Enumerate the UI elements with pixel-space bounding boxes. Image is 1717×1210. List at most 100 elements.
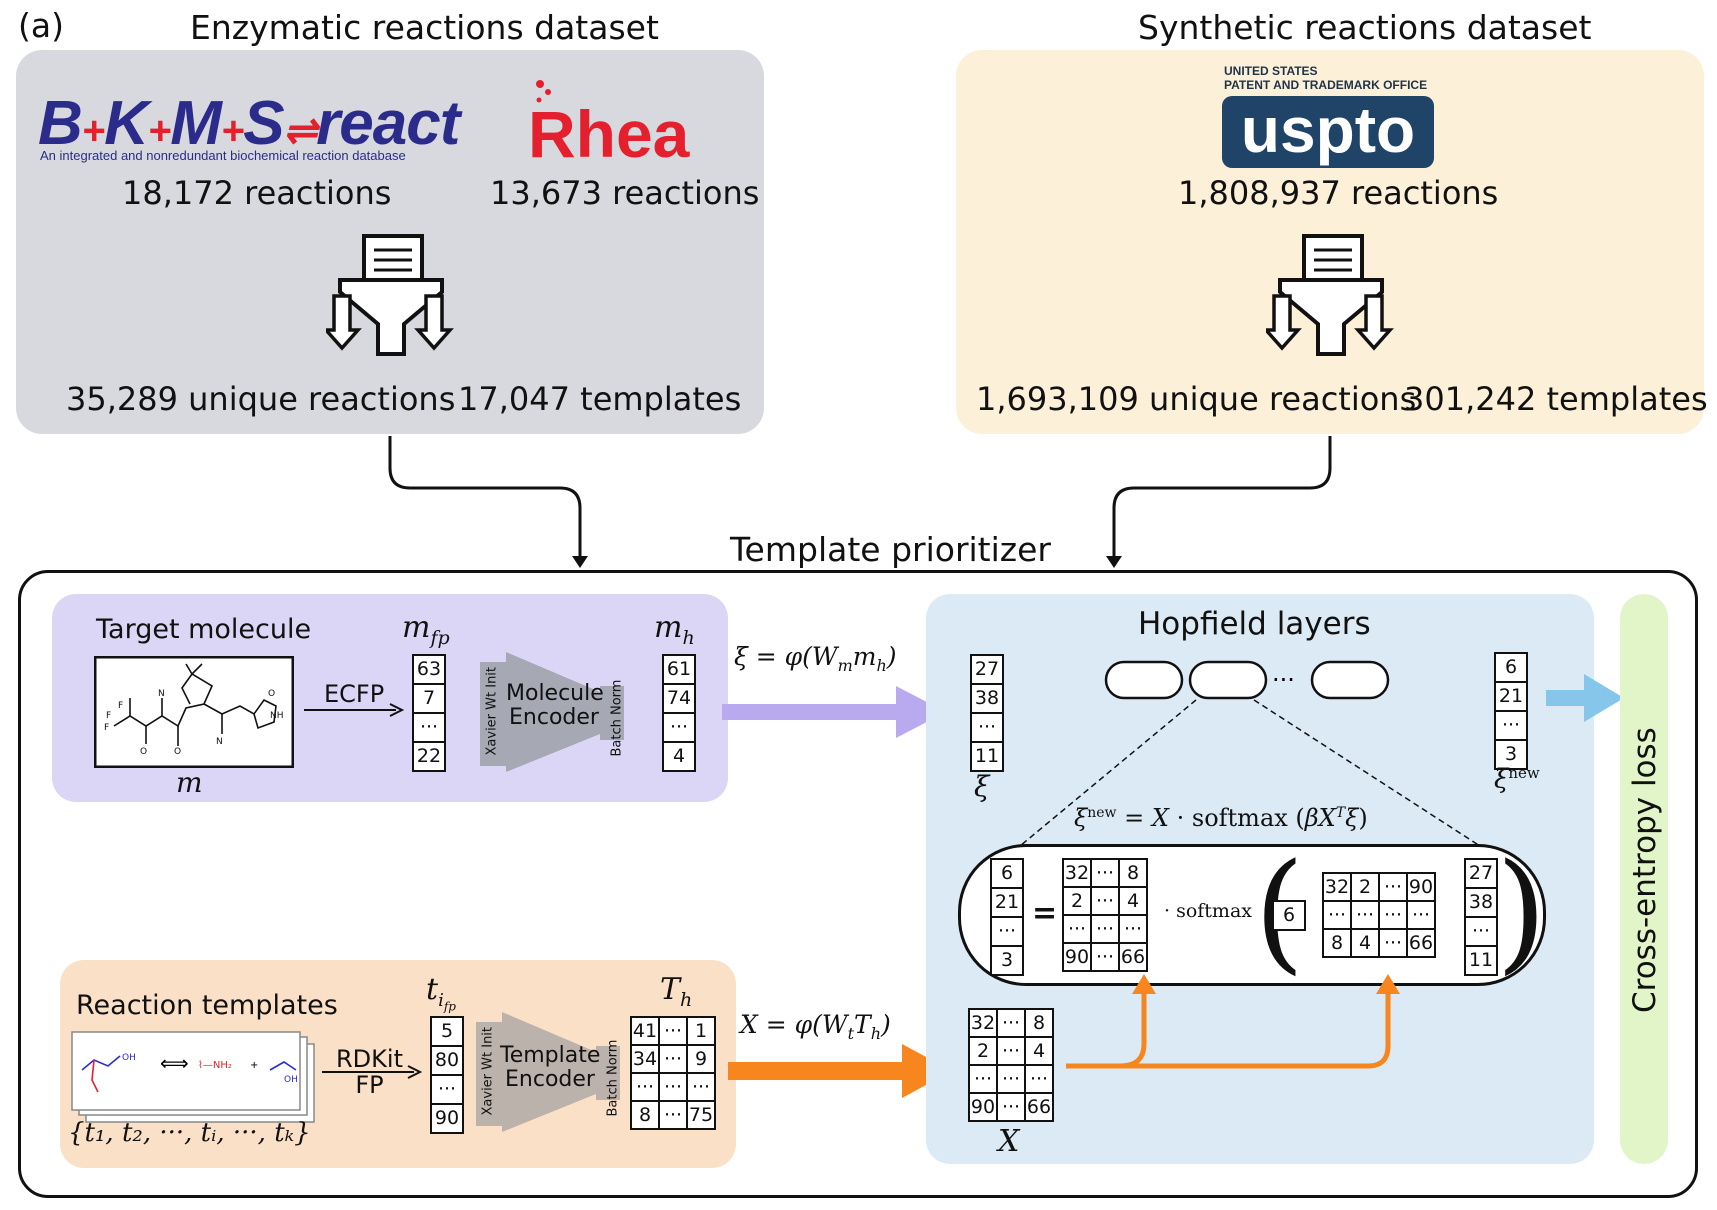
xavier-init-label: Xavier Wt Init (484, 666, 500, 756)
templates-to-hopfield-arrow (728, 1044, 952, 1098)
vector-cell: 6 (1496, 654, 1526, 683)
matrix-cell: 32 (1062, 858, 1092, 888)
svg-text:⟺: ⟺ (160, 1051, 189, 1075)
svg-text:F: F (104, 723, 109, 733)
xi-new-label: ξnew (1494, 764, 1540, 795)
rdkit-fp-label: RDKit FP (336, 1045, 403, 1099)
synthetic-title: Synthetic reactions dataset (1138, 8, 1592, 47)
matrix-cell: ··· (1024, 1064, 1054, 1094)
synthetic-templates: 301,242 templates (1404, 380, 1708, 418)
formula-right-paren: ) (1496, 835, 1547, 987)
matrix-cell: 4 (1024, 1036, 1054, 1066)
vector-cell: ··· (432, 1076, 462, 1105)
vector-cell: 80 (432, 1047, 462, 1076)
matrix-cell: ··· (996, 1064, 1026, 1094)
vector-cell: ··· (972, 714, 1002, 743)
matrix-cell: ··· (1090, 942, 1120, 972)
formula-capsule (958, 844, 1546, 986)
matrix-cell: ··· (1406, 900, 1436, 930)
vector-cell: 74 (664, 685, 694, 714)
matrix-cell: 8 (1118, 858, 1148, 888)
matrix-cell: ··· (658, 1016, 688, 1046)
vector-cell: 27 (1466, 860, 1496, 889)
matrix-cell: 66 (1406, 928, 1436, 958)
xi-new-vector: 6 21 ··· 3 (1494, 652, 1528, 770)
template-set: {t₁, t₂, ···, tᵢ, ···, tₖ} (68, 1118, 311, 1148)
filter-funnel-icon (1266, 234, 1394, 356)
svg-text:O: O (140, 747, 147, 757)
xavier-init-label: Xavier Wt Init (480, 1026, 496, 1116)
matrix-cell: ··· (1062, 914, 1092, 944)
matrix-cell: ··· (1090, 886, 1120, 916)
matrix-cell: 66 (1118, 942, 1148, 972)
molecule-variable: m (176, 766, 203, 799)
svg-text:OH: OH (284, 1075, 298, 1085)
prioritizer-frame (18, 570, 1698, 1198)
enzymatic-templates: 17,047 templates (458, 380, 742, 418)
svg-text:+: + (250, 1060, 258, 1071)
rdkit-arrow (322, 1065, 423, 1079)
matrix-cell: ··· (658, 1044, 688, 1074)
x-equation: X = φ(WtTh) (740, 1010, 891, 1043)
vector-cell: 90 (434, 1107, 460, 1129)
vector-cell: 7 (414, 685, 444, 714)
matrix-cell: 75 (686, 1100, 716, 1130)
matrix-cell: ··· (1322, 900, 1352, 930)
reaction-templates-label: Reaction templates (76, 990, 338, 1021)
beta-value-box: 6 (1272, 900, 1306, 931)
vector-cell: 38 (1466, 889, 1496, 918)
vector-cell: ··· (992, 918, 1022, 947)
vector-cell: 6 (992, 860, 1022, 889)
matrix-cell: 34 (630, 1044, 660, 1074)
svg-text:F: F (106, 711, 111, 721)
ecfp-label: ECFP (324, 680, 385, 708)
svg-text:⌇—NH₂: ⌇—NH₂ (198, 1060, 232, 1071)
molecule-encoder-label: Molecule Encoder (506, 681, 604, 730)
uspto-header-line1: UNITED STATES (1224, 64, 1318, 78)
panel-label: (a) (18, 6, 64, 45)
matrix-cell: 2 (968, 1036, 998, 1066)
vector-cell: 4 (672, 745, 686, 767)
vector-cell: 38 (972, 685, 1002, 714)
prioritizer-title: Template prioritizer (730, 530, 1051, 569)
vector-cell: 11 (974, 745, 1000, 767)
equals-sign: = (1032, 896, 1058, 931)
loss-panel (1620, 594, 1668, 1164)
m-h-label: mh (654, 610, 695, 649)
matrix-cell: 2 (1062, 886, 1092, 916)
bkms-logo: B+K+M+S⇌react (38, 89, 460, 158)
template-encoder-shape (476, 1012, 620, 1132)
uspto-reactions: 1,808,937 reactions (1178, 174, 1499, 212)
vector-cell: 21 (992, 889, 1022, 918)
rhea-reactions: 13,673 reactions (490, 174, 760, 212)
matrix-cell: 41 (630, 1016, 660, 1046)
softmax-label: · softmax (1164, 900, 1252, 922)
X-to-formula-arrows (1066, 974, 1400, 1069)
matrix-cell: ··· (658, 1100, 688, 1130)
matrix-cell: 8 (1322, 928, 1352, 958)
molecule-to-hopfield-arrow (722, 686, 946, 738)
synthetic-unique-reactions: 1,693,109 unique reactions (976, 380, 1417, 418)
target-molecule-label: Target molecule (96, 614, 312, 645)
matrix-cell: ··· (1090, 858, 1120, 888)
matrix-cell: ··· (1118, 914, 1148, 944)
enzymatic-title: Enzymatic reactions dataset (190, 8, 659, 47)
vector-cell: 21 (1496, 683, 1526, 712)
matrix-cell: 90 (1062, 942, 1092, 972)
matrix-cell: 32 (1322, 872, 1352, 902)
update-formula: ξnew = X · softmax (βXTξ) (1074, 804, 1368, 832)
batch-norm-label: Batch Norm (605, 1039, 621, 1117)
matrix-cell: ··· (658, 1072, 688, 1102)
hopfield-layer-nodes: ··· (1104, 660, 1390, 700)
matrix-cell: 4 (1350, 928, 1380, 958)
matrix-cell: ··· (996, 1008, 1026, 1038)
vector-cell: ··· (664, 714, 694, 743)
matrix-cell: 90 (968, 1092, 998, 1122)
template-encoder-label: Template Encoder (500, 1043, 601, 1092)
rhea-flask-icon (536, 80, 551, 103)
vector-cell: ··· (414, 714, 444, 743)
matrix-cell: 32 (968, 1008, 998, 1038)
